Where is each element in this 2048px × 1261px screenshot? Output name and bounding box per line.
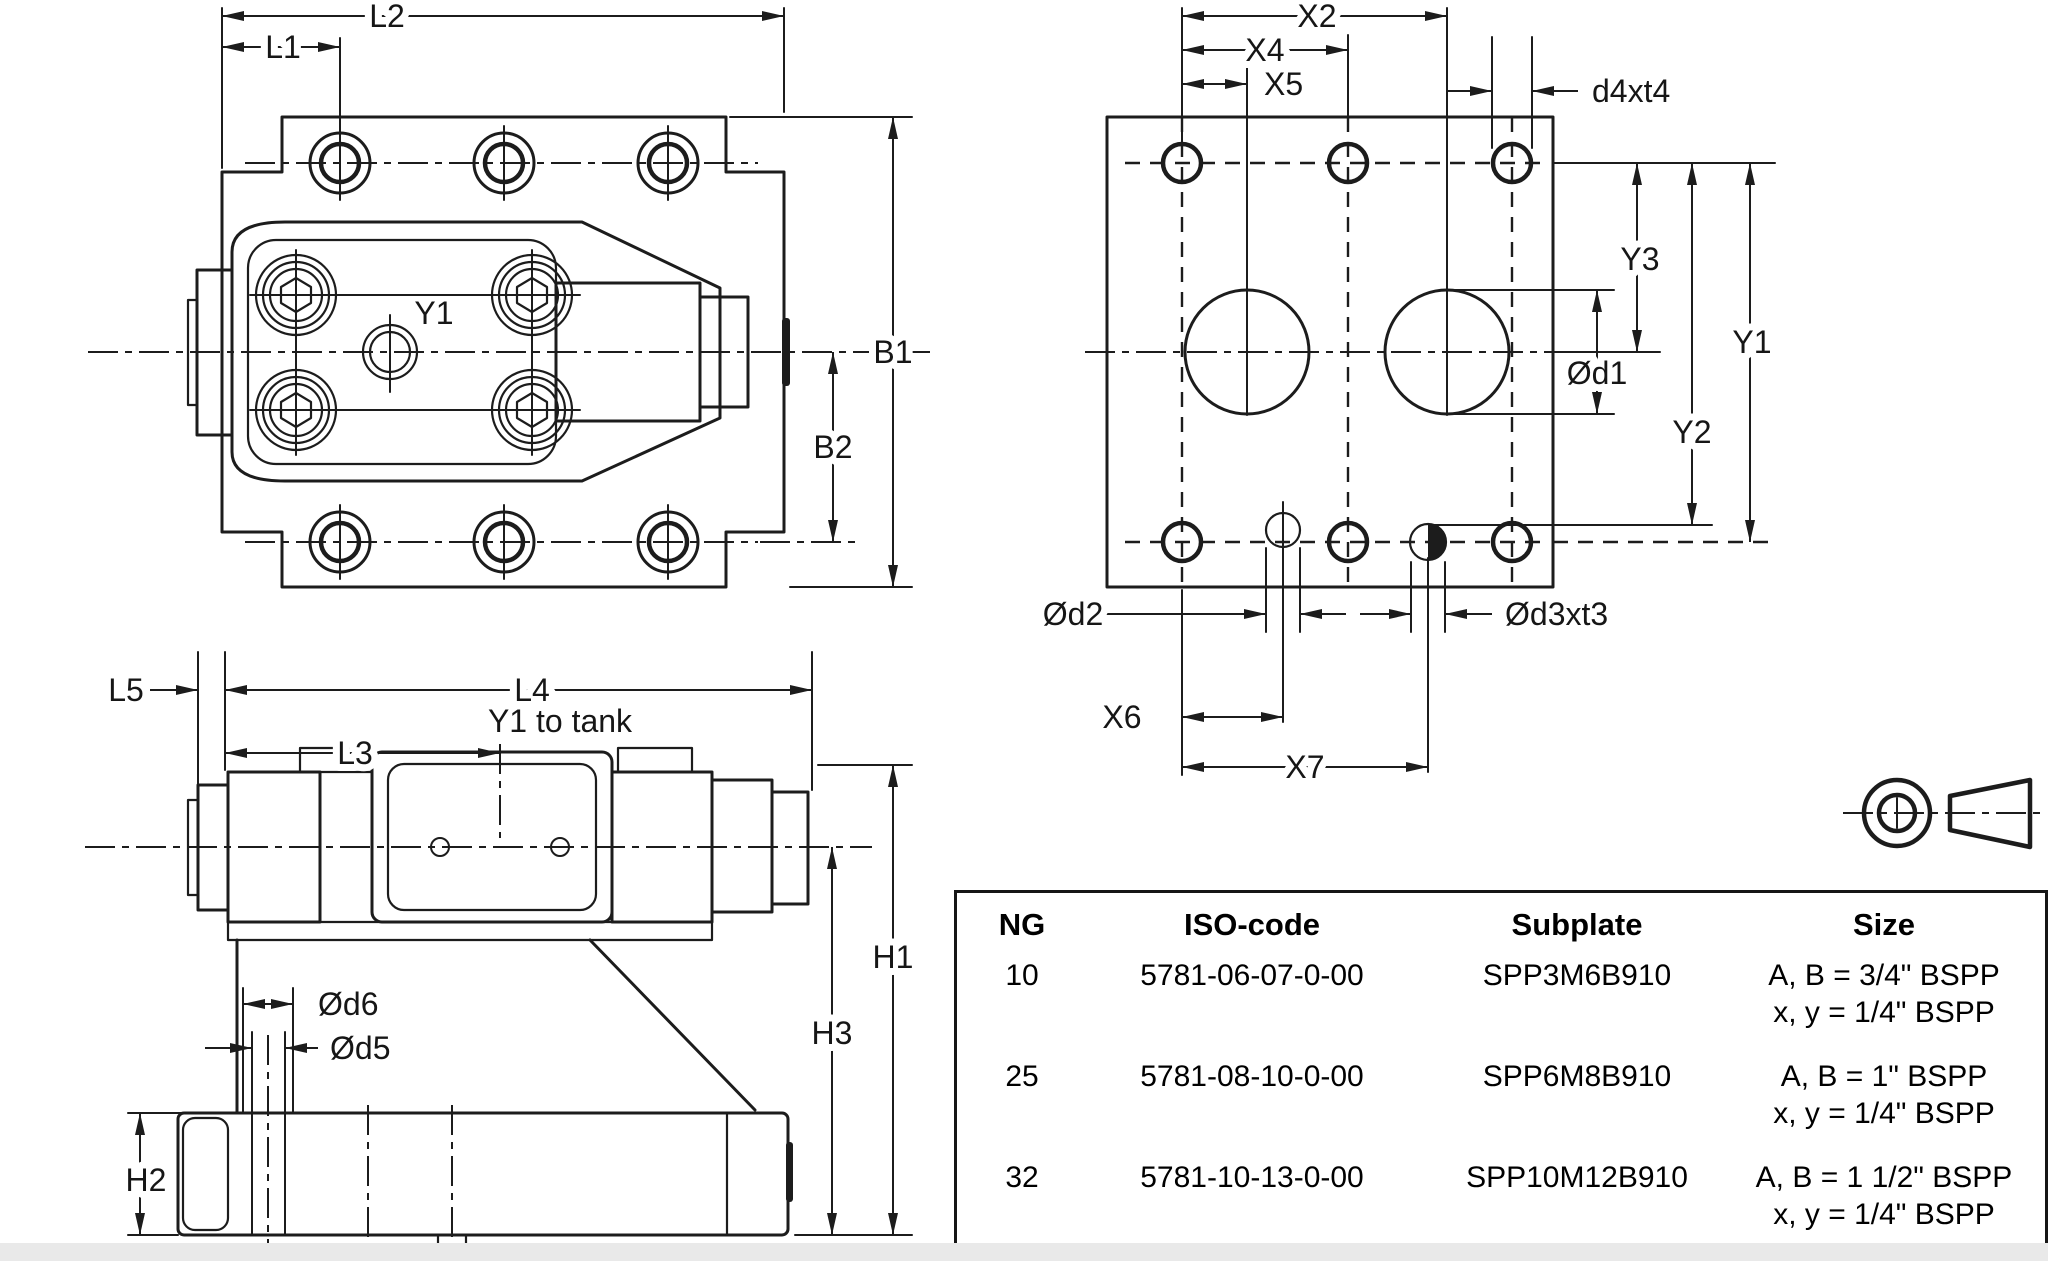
row2-subplate: SPP6M8B910	[1482, 1060, 1672, 1093]
row1-size: A, B = 3/4" BSPP x, y = 1/4" BSPP	[1737, 951, 2031, 1031]
view2-right-dimensions: Ød1 Y3 Y2 Y1	[1429, 163, 1779, 542]
dim-label-od6: Ød6	[318, 986, 378, 1022]
socket-screws	[254, 253, 574, 452]
view3-dimensions: L5 L4 L3 Y1 to tank Ød6 Ød5 H1 H3	[108, 651, 920, 1236]
col-header-ng: NG	[998, 907, 1046, 942]
y1-port	[361, 314, 419, 393]
mounting-holes	[308, 125, 700, 580]
dim-label-h2: H2	[126, 1162, 167, 1198]
dim-label-y3: Y3	[1620, 241, 1659, 277]
row3-size: A, B = 1 1/2" BSPP x, y = 1/4" BSPP	[1737, 1153, 2031, 1233]
row1-size-xy: x, y = 1/4" BSPP	[1773, 996, 1995, 1029]
dim-label-b2: B2	[813, 429, 852, 465]
dim-label-x5: X5	[1264, 66, 1303, 102]
row2-size-ab: A, B = 1" BSPP	[1780, 1060, 1988, 1093]
row3-ng: 32	[1005, 1161, 1039, 1194]
dim-label-h1: H1	[873, 939, 914, 975]
col-header-size: Size	[1852, 907, 1916, 942]
spec-table: NG ISO-code Subplate Size 10 5781-06-07-…	[954, 890, 2048, 1258]
col-header-iso: ISO-code	[1183, 907, 1321, 942]
port-a-circle	[1183, 288, 1311, 416]
row3-size-xy: x, y = 1/4" BSPP	[1773, 1198, 1995, 1231]
side-port-tab	[782, 318, 790, 386]
row1-ng: 10	[1005, 959, 1039, 992]
dim-label-od2: Ød2	[1043, 596, 1103, 632]
dim-label-y1: Y1	[414, 295, 453, 331]
dim-label-od5: Ød5	[330, 1030, 390, 1066]
view2-top-dimensions: X2 X4 X5 d4xt4	[1182, 0, 1670, 149]
dim-label-d4xt4: d4xt4	[1592, 73, 1670, 109]
row2-size: A, B = 1" BSPP x, y = 1/4" BSPP	[1737, 1052, 2031, 1132]
dim-label-l1: L1	[265, 29, 301, 65]
row1-size-ab: A, B = 3/4" BSPP	[1768, 959, 2000, 992]
label-y1-to-tank: Y1 to tank	[488, 703, 633, 739]
dim-label-h3: H3	[812, 1015, 853, 1051]
row2-iso: 5781-08-10-0-00	[1140, 1060, 1364, 1093]
row1-iso: 5781-06-07-0-00	[1140, 959, 1364, 992]
valve-body-top: Y1	[186, 220, 750, 483]
dim-label-y2: Y2	[1672, 414, 1711, 450]
top-view-valve-on-subplate: Y1 L2 L1 B1 B2	[88, 0, 930, 589]
view2-bottom-dimensions: Ød2 Ød3xt3 X6 X7	[1036, 547, 1608, 792]
dim-label-l3: L3	[337, 735, 373, 771]
dim-label-y1-view2: Y1	[1732, 324, 1771, 360]
page-bottom-strip	[0, 1243, 2048, 1261]
row2-ng: 25	[1005, 1060, 1039, 1093]
x-port-circle	[1264, 511, 1302, 549]
dim-label-l2: L2	[369, 0, 405, 34]
col-header-subplate: Subplate	[1511, 907, 1643, 942]
valve-body-side	[186, 746, 810, 942]
dim-label-x4: X4	[1245, 32, 1284, 68]
subplate-face-view: X2 X4 X5 d4xt4 Ød1 Y3 Y2 Y1	[1036, 0, 1779, 792]
dim-label-x6: X6	[1102, 699, 1141, 735]
subplate-bolt-holes	[1160, 141, 1534, 564]
row3-iso: 5781-10-13-0-00	[1140, 1161, 1364, 1194]
y-port-circle	[1408, 522, 1448, 562]
row3-size-ab: A, B = 1 1/2" BSPP	[1755, 1161, 2013, 1194]
row3-subplate: SPP10M12B910	[1466, 1161, 1688, 1194]
side-elevation-view: L5 L4 L3 Y1 to tank Ød6 Ød5 H1 H3	[85, 651, 920, 1257]
dim-label-l5: L5	[108, 672, 144, 708]
dim-label-x2: X2	[1297, 0, 1336, 34]
dim-label-l4: L4	[514, 672, 550, 708]
dim-label-od1: Ød1	[1567, 355, 1627, 391]
row1-subplate: SPP3M6B910	[1482, 959, 1672, 992]
view1-dimensions: L2 L1 B1 B2	[221, 0, 920, 588]
row2-size-xy: x, y = 1/4" BSPP	[1773, 1097, 1995, 1130]
subplate-base	[176, 1035, 793, 1257]
dim-label-x7: X7	[1285, 749, 1324, 785]
dim-label-b1: B1	[873, 334, 912, 370]
dim-label-od3xt3: Ød3xt3	[1505, 596, 1608, 632]
first-angle-projection-icon	[1843, 777, 2040, 850]
